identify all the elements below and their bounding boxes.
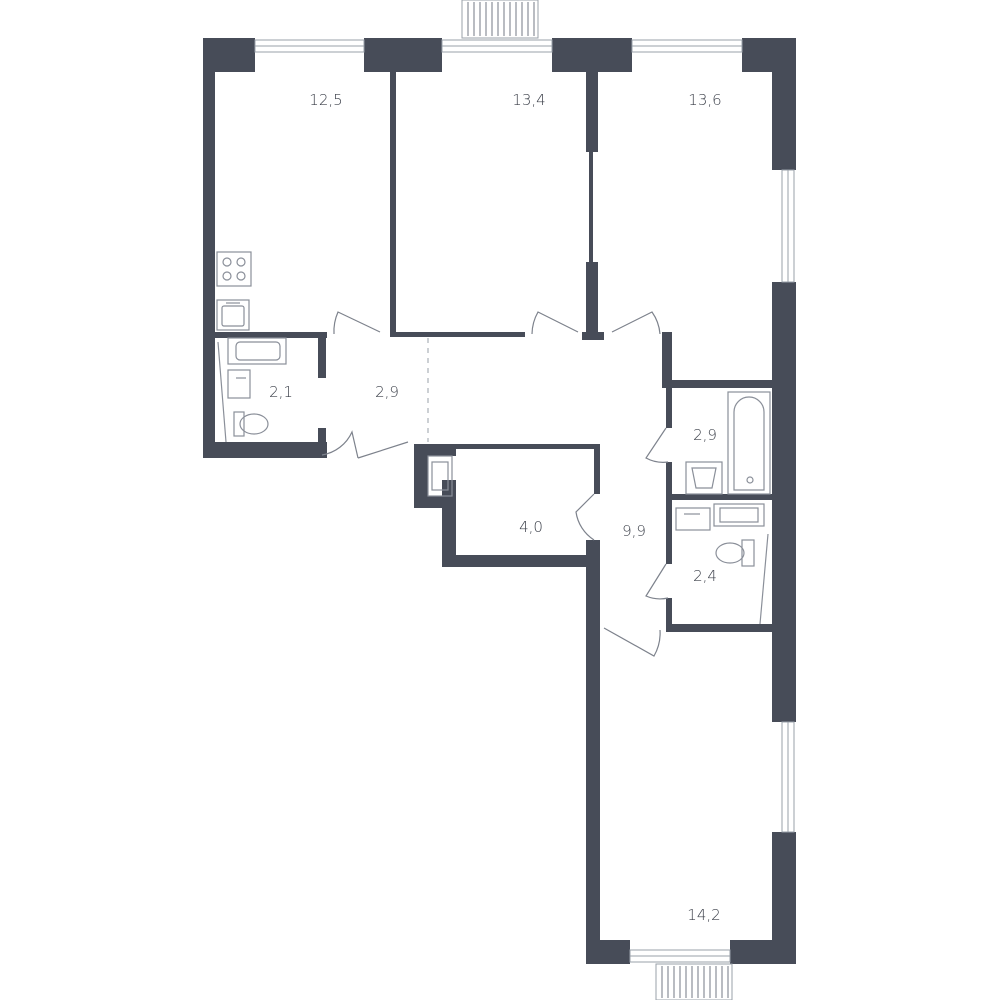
bathtub-icon-small (227, 337, 287, 365)
room-area-label: 4,0 (519, 518, 543, 536)
shower-line-2 (759, 533, 769, 625)
balcony-bottom (655, 963, 733, 1000)
room-area-label: 2,1 (269, 383, 293, 401)
doors (321, 311, 669, 657)
room-area-label: 13,6 (688, 91, 721, 109)
interior-walls (215, 72, 772, 632)
toilet-icon-small (233, 411, 269, 437)
room-labels: 12,5 13,4 13,6 2,1 2,9 2,9 4,0 9,9 2,4 1… (269, 91, 722, 924)
room-area-label: 13,4 (512, 91, 545, 109)
balcony-top (461, 0, 539, 39)
wc-sink-icon (675, 507, 711, 531)
washbasin-icon-small (227, 369, 251, 399)
bathtub-icon (727, 391, 771, 495)
windows (254, 39, 795, 963)
stove-icon (216, 251, 252, 287)
room-area-label: 12,5 (309, 91, 342, 109)
room-area-label: 2,9 (693, 426, 717, 444)
kitchen-sink-icon (216, 299, 250, 331)
washbasin-icon (685, 461, 723, 495)
room-area-label: 2,9 (375, 383, 399, 401)
room-area-label: 14,2 (687, 906, 720, 924)
washer-icon (427, 455, 453, 497)
room-area-label: 9,9 (622, 522, 646, 540)
wc-cabinet-icon (713, 503, 765, 527)
shower-line (217, 341, 227, 443)
room-area-label: 2,4 (693, 567, 717, 585)
toilet-icon (715, 539, 755, 567)
exterior-walls (203, 38, 796, 964)
